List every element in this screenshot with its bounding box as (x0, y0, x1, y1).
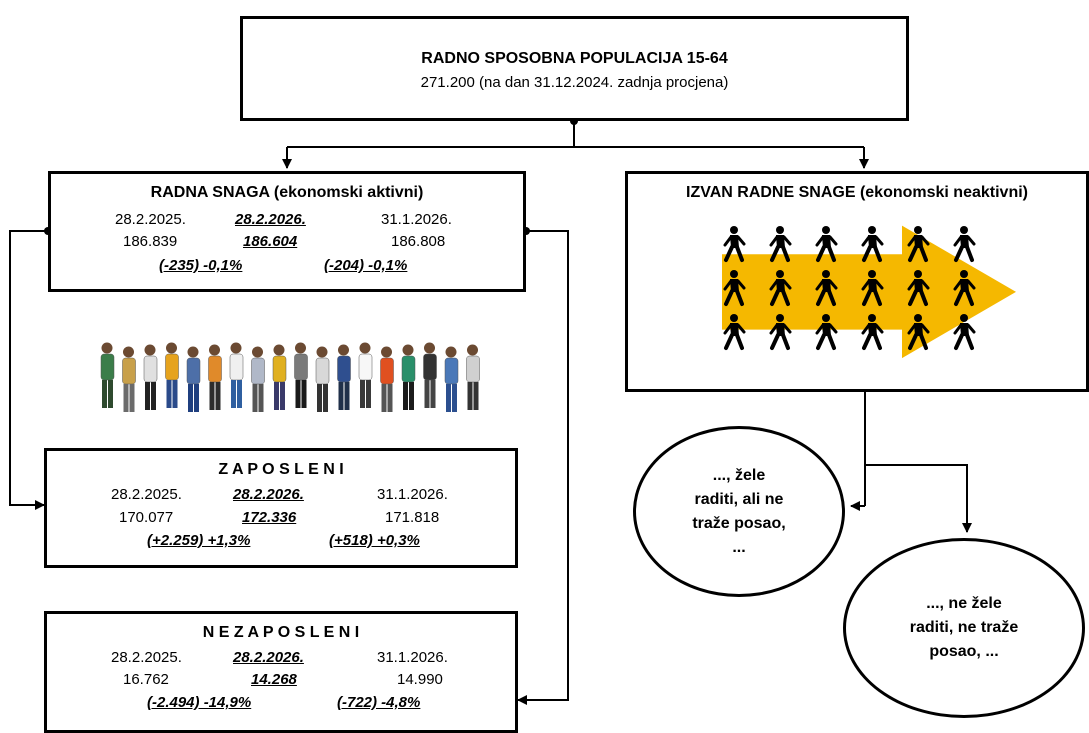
lf-change-year: (-235) -0,1% (159, 257, 243, 274)
emp-change-month: (+518) +0,3% (329, 532, 420, 549)
population-title: RADNO SPOSOBNA POPULACIJA 15-64 (421, 50, 728, 67)
emp-change-year: (+2.259) +1,3% (147, 532, 251, 549)
unemp-change-month: (-722) -4,8% (337, 694, 421, 711)
lf-date-prev-year: 28.2.2025. (115, 211, 186, 228)
lf-date-current: 28.2.2026. (235, 211, 306, 228)
want-work-bubble: ..., žele raditi, ali ne traže posao, ..… (633, 426, 845, 597)
unemp-value-prev-month: 14.990 (397, 671, 443, 688)
walking-people-arrow-illustration (722, 225, 1016, 359)
unemp-value-prev-year: 16.762 (123, 671, 169, 688)
inactive-box: IZVAN RADNE SNAGE (ekonomski neaktivni) (625, 171, 1089, 392)
lf-change-month: (-204) -0,1% (324, 257, 408, 274)
lf-value-prev-year: 186.839 (123, 233, 178, 250)
walking-person-icon (815, 226, 838, 262)
emp-value-current: 172.336 (242, 509, 297, 526)
arrow-to-employed (9, 230, 48, 510)
arrow-to-not-want-bubble (865, 464, 972, 533)
workers-illustration (100, 342, 480, 412)
labour-force-title: RADNA SNAGA (ekonomski aktivni) (150, 184, 424, 201)
worker-figure-icon (165, 342, 179, 408)
not-want-work-line-3: posao, ... (929, 643, 999, 660)
unemployed-title: N E Z A P O S L E N I (202, 624, 360, 641)
unemp-date-prev-month: 31.1.2026. (377, 649, 448, 666)
walking-person-icon (861, 314, 884, 350)
population-subtitle: 271.200 (na dan 31.12.2024. zadnja procj… (420, 74, 729, 91)
worker-figure-icon (122, 346, 136, 412)
walking-person-icon (723, 226, 746, 262)
worker-figure-icon (100, 342, 115, 408)
want-work-line-2: raditi, ali ne (694, 490, 784, 508)
walking-person-icon (769, 270, 792, 306)
employed-title: Z A P O S L E N I (218, 461, 344, 478)
not-want-work-line-1: ..., ne žele (926, 595, 1002, 612)
want-work-line-3: traže posao, (692, 514, 786, 532)
worker-figure-icon (380, 346, 394, 412)
walking-person-icon (723, 270, 746, 306)
walking-person-icon (861, 270, 884, 306)
want-work-line-4: ... (732, 538, 746, 556)
worker-figure-icon (358, 342, 373, 408)
lf-date-prev-month: 31.1.2026. (381, 211, 452, 228)
unemp-date-current: 28.2.2026. (233, 649, 304, 666)
lf-value-current: 186.604 (243, 233, 298, 250)
worker-figure-icon (272, 344, 287, 410)
unemp-date-prev-year: 28.2.2025. (111, 649, 182, 666)
worker-figure-icon (466, 344, 480, 410)
emp-date-prev-month: 31.1.2026. (377, 486, 448, 503)
worker-figure-icon (294, 342, 308, 408)
walking-person-icon (953, 270, 976, 306)
want-work-line-1: ..., žele (712, 466, 766, 484)
unemp-value-current: 14.268 (251, 671, 297, 688)
walking-person-icon (815, 270, 838, 306)
worker-figure-icon (251, 346, 265, 412)
walking-person-icon (953, 226, 976, 262)
emp-value-prev-year: 170.077 (119, 509, 174, 526)
worker-figure-icon (208, 344, 222, 410)
population-box: RADNO SPOSOBNA POPULACIJA 15-64 271.200 … (240, 16, 909, 121)
not-want-work-bubble: ..., ne žele raditi, ne traže posao, ... (843, 538, 1085, 718)
worker-figure-icon (315, 346, 330, 412)
emp-date-prev-year: 28.2.2025. (111, 486, 182, 503)
walking-person-icon (907, 314, 930, 350)
arrow-to-unemployed (517, 230, 569, 705)
walking-person-icon (907, 270, 930, 306)
walking-person-icon (723, 314, 746, 350)
emp-date-current: 28.2.2026. (233, 486, 304, 503)
walking-person-icon (769, 314, 792, 350)
worker-figure-icon (423, 342, 437, 408)
walking-person-icon (861, 226, 884, 262)
unemp-change-year: (-2.494) -14,9% (147, 694, 252, 711)
employed-box: Z A P O S L E N I 28.2.2025. 28.2.2026. … (44, 448, 518, 568)
worker-figure-icon (186, 346, 201, 412)
worker-figure-icon (337, 344, 351, 410)
worker-figure-icon (229, 342, 244, 408)
walking-person-icon (953, 314, 976, 350)
inactive-title: IZVAN RADNE SNAGE (ekonomski neaktivni) (686, 184, 1028, 201)
unemployed-box: N E Z A P O S L E N I 28.2.2025. 28.2.20… (44, 611, 518, 733)
walking-person-icon (769, 226, 792, 262)
emp-value-prev-month: 171.818 (385, 509, 440, 526)
lf-value-prev-month: 186.808 (391, 233, 446, 250)
not-want-work-line-2: raditi, ne traže (909, 619, 1019, 636)
walking-person-icon (907, 226, 930, 262)
worker-figure-icon (401, 344, 416, 410)
labour-force-box: RADNA SNAGA (ekonomski aktivni) 28.2.202… (48, 171, 526, 292)
worker-figure-icon (444, 346, 459, 412)
worker-figure-icon (143, 344, 158, 410)
walking-person-icon (815, 314, 838, 350)
